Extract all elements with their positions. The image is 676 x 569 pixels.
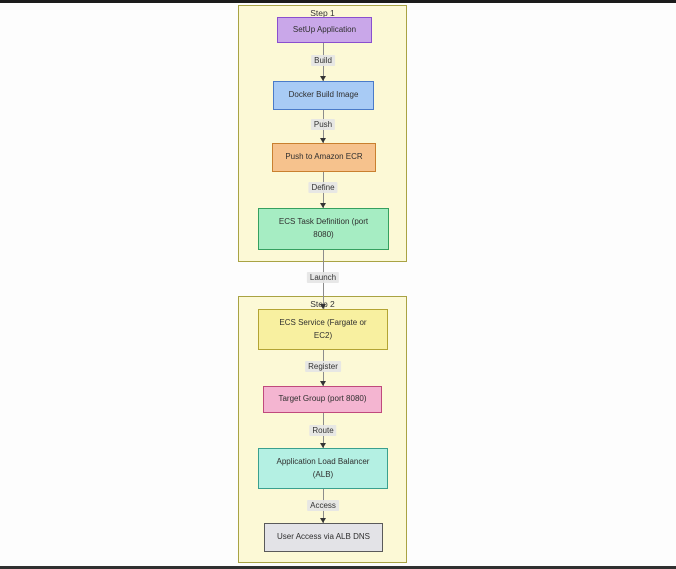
edge-label-push: Push (310, 119, 336, 130)
edge-label-route: Route (309, 425, 337, 436)
node-target-group: Target Group (port 8080) (263, 386, 382, 413)
node-setup-application: SetUp Application (277, 17, 372, 43)
edge-label-build: Build (311, 55, 335, 66)
edge-label-define: Define (308, 182, 338, 193)
edge-label-access: Access (307, 500, 339, 511)
arrowhead-alb (320, 443, 326, 448)
arrowhead-ecr (320, 138, 326, 143)
node-push-to-amazon-ecr: Push to Amazon ECR (272, 143, 376, 172)
edge-label-launch: Launch (306, 272, 340, 283)
node-user-access-via-alb-dns: User Access via ALB DNS (264, 523, 383, 552)
arrowhead-taskdef (320, 203, 326, 208)
arrowhead-user (320, 518, 326, 523)
node-application-load-balancer: Application Load Balancer (ALB) (258, 448, 388, 489)
arrowhead-tg (320, 381, 326, 386)
node-ecs-service: ECS Service (Fargate or EC2) (258, 309, 388, 350)
arrowhead-docker (320, 76, 326, 81)
top-edge-bar (0, 0, 676, 3)
bottom-edge-bar (0, 566, 676, 569)
node-ecs-task-definition: ECS Task Definition (port 8080) (258, 208, 389, 250)
node-docker-build-image: Docker Build Image (273, 81, 374, 110)
subgraph-step-1-title: Step 1 (310, 8, 335, 18)
arrowhead-service (320, 304, 326, 309)
edge-label-register: Register (305, 361, 341, 372)
